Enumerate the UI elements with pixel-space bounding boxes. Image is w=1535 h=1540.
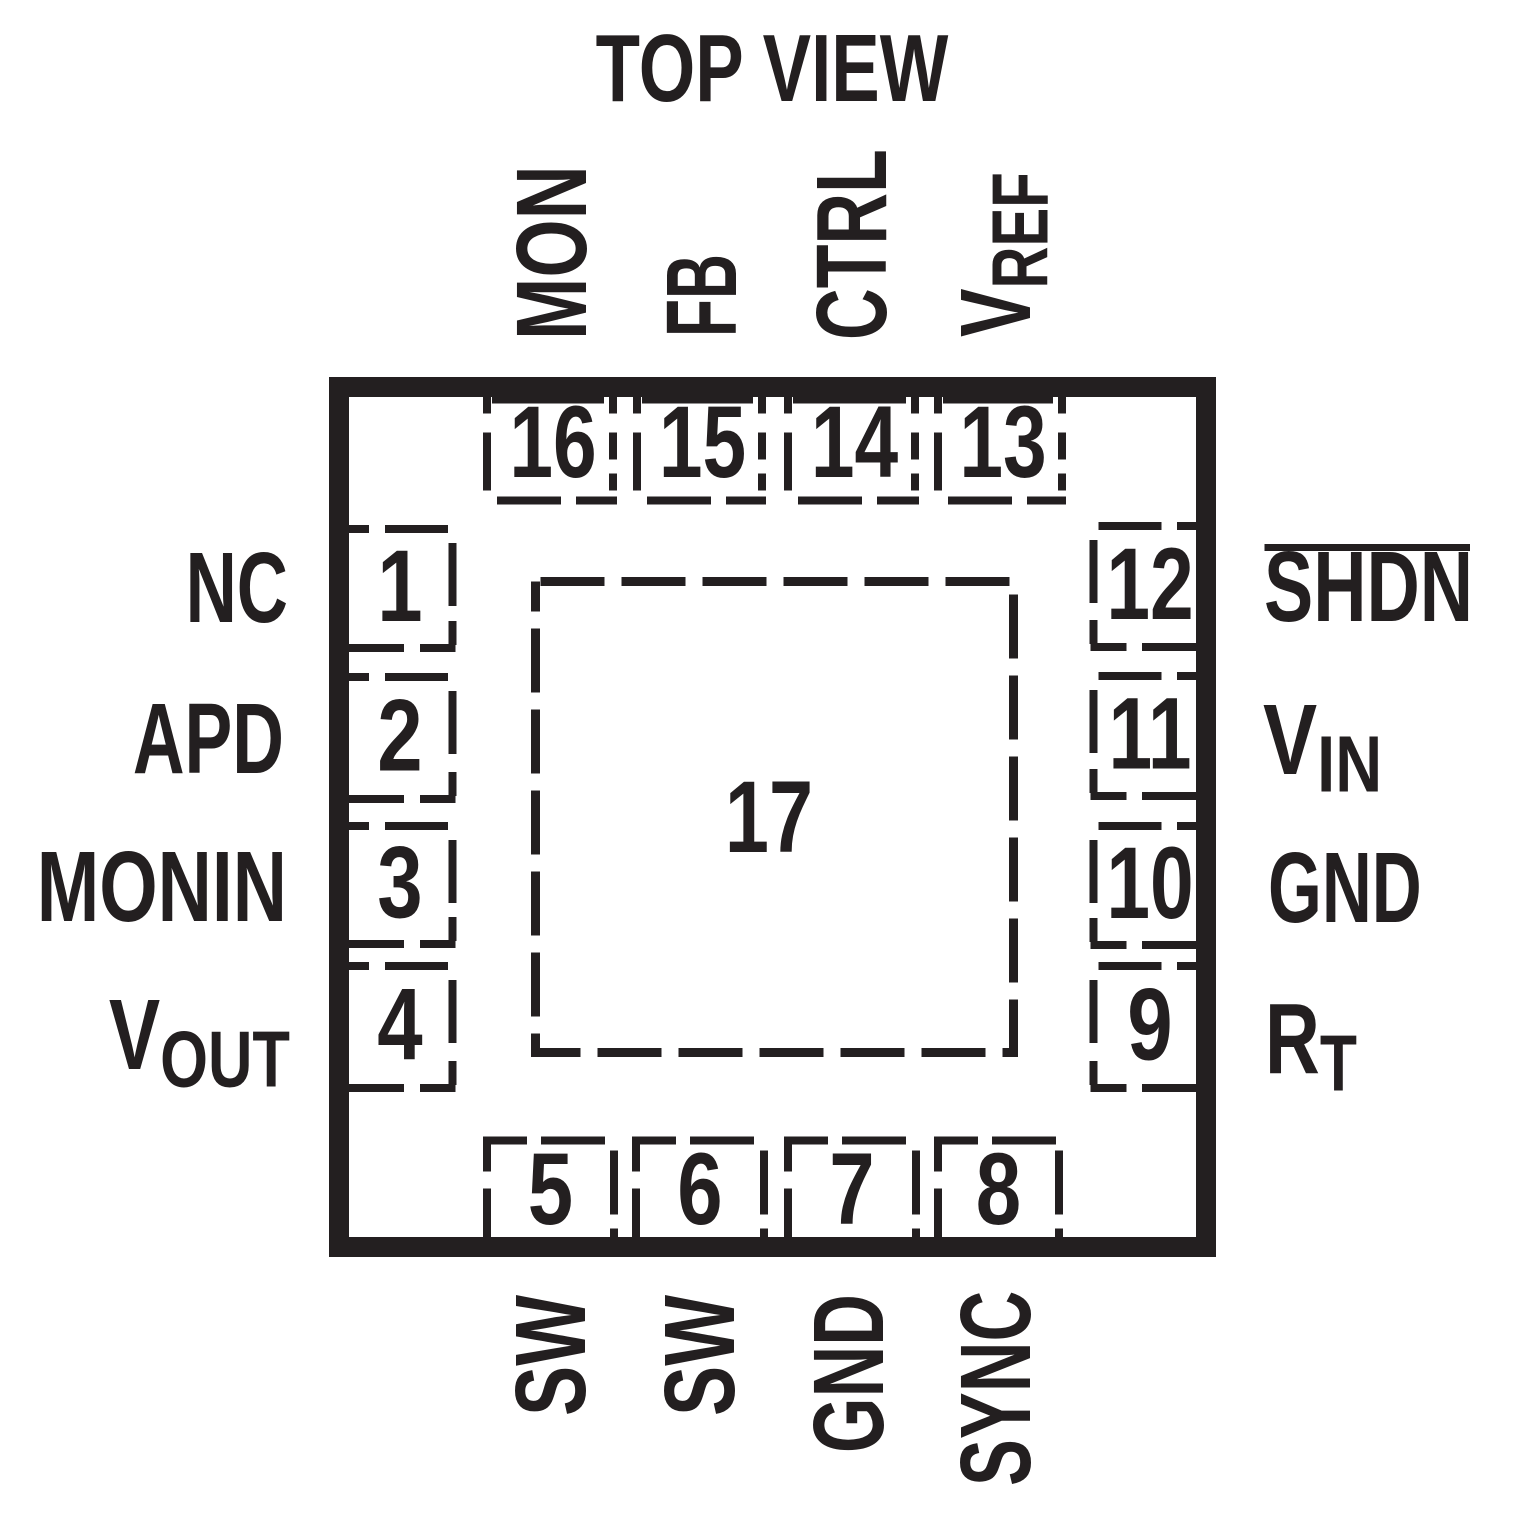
svg-text:SYNC: SYNC	[941, 1291, 1052, 1486]
svg-text:12: 12	[1106, 528, 1193, 641]
svg-text:FB: FB	[646, 254, 758, 337]
svg-text:MONIN: MONIN	[37, 831, 287, 943]
svg-text:5: 5	[528, 1131, 573, 1246]
svg-text:SW: SW	[644, 1294, 756, 1416]
svg-text:3: 3	[377, 825, 422, 940]
svg-text:GND: GND	[1268, 832, 1422, 944]
svg-text:2: 2	[377, 678, 422, 793]
svg-text:APD: APD	[133, 683, 284, 795]
svg-text:7: 7	[829, 1131, 874, 1246]
svg-text:10: 10	[1106, 827, 1193, 940]
svg-text:4: 4	[377, 967, 422, 1082]
svg-text:13: 13	[959, 386, 1046, 499]
svg-text:GND: GND	[793, 1294, 905, 1453]
svg-text:VREF: VREF	[940, 172, 1065, 337]
svg-text:CTRL: CTRL	[796, 149, 908, 340]
svg-text:6: 6	[677, 1131, 722, 1246]
svg-text:14: 14	[811, 386, 899, 499]
svg-text:11: 11	[1108, 678, 1191, 791]
svg-text:1: 1	[377, 528, 422, 643]
svg-text:8: 8	[976, 1131, 1021, 1246]
svg-text:NC: NC	[186, 533, 288, 644]
svg-text:SW: SW	[495, 1294, 607, 1416]
svg-text:TOP VIEW: TOP VIEW	[596, 15, 949, 122]
svg-text:9: 9	[1127, 967, 1172, 1082]
svg-text:17: 17	[725, 760, 813, 874]
svg-text:15: 15	[659, 386, 746, 499]
svg-text:16: 16	[509, 386, 596, 499]
svg-text:MON: MON	[495, 165, 607, 340]
